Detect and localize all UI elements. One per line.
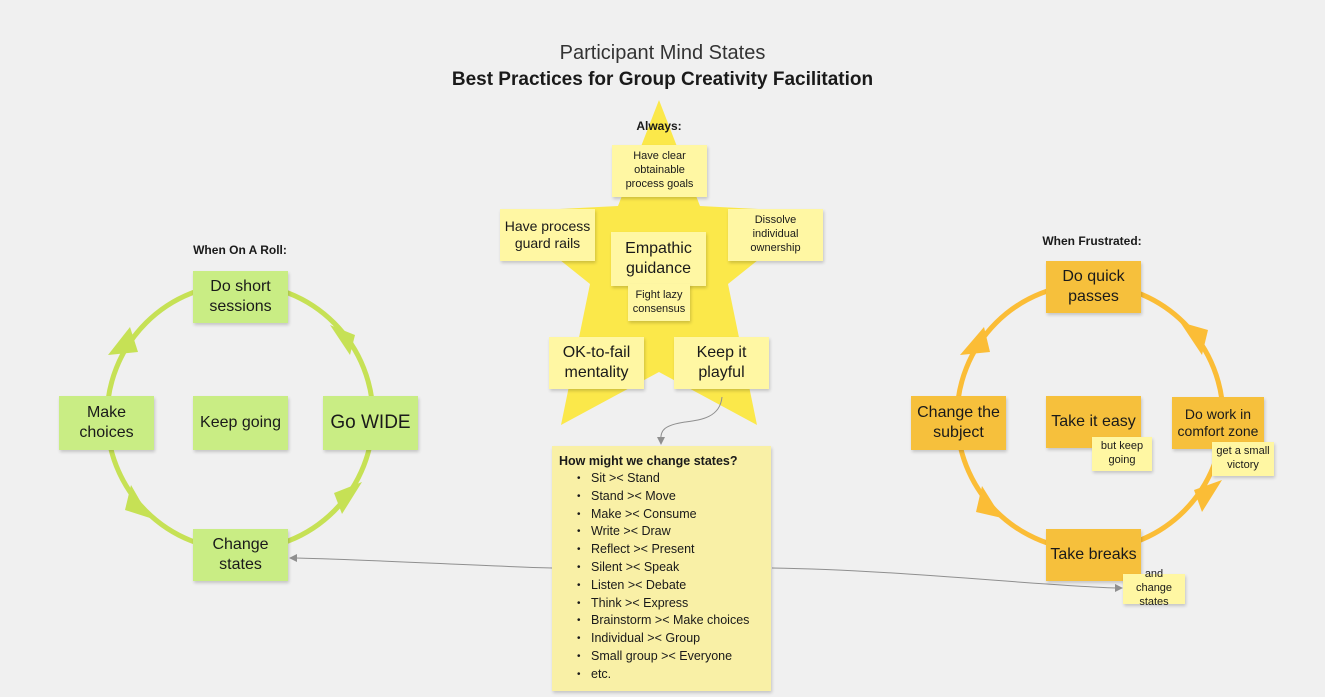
orange-cycle-arrow-top-left xyxy=(960,327,990,355)
connector-arrowhead-and-change-states xyxy=(1115,584,1123,592)
connector-to-change-states xyxy=(295,557,553,569)
note-but-keep-going[interactable]: but keep going xyxy=(1092,437,1152,471)
note-clear-process-goals[interactable]: Have clear obtainable process goals xyxy=(612,145,707,197)
list-item: Silent >< Speak xyxy=(568,559,765,577)
note-change-the-subject[interactable]: Change the subject xyxy=(911,396,1006,450)
frustrated-label: When Frustrated: xyxy=(1042,234,1142,248)
list-item: Think >< Express xyxy=(568,595,765,613)
connector-arrowhead-change-states xyxy=(289,554,297,562)
connector-playful-to-states xyxy=(660,396,723,441)
on-a-roll-label: When On A Roll: xyxy=(193,243,287,257)
note-and-change-states[interactable]: and change states xyxy=(1123,568,1185,608)
list-item: Small group >< Everyone xyxy=(568,648,765,666)
diagram-title: Participant Mind States xyxy=(559,42,766,64)
diagram-subtitle: Best Practices for Group Creativity Faci… xyxy=(451,69,874,90)
green-cycle-arrow-top-right xyxy=(330,325,355,355)
note-dissolve-ownership[interactable]: Dissolve individual ownership xyxy=(728,209,823,261)
list-item: Stand >< Move xyxy=(568,488,765,506)
change-states-list: Sit >< Stand Stand >< Move Make >< Consu… xyxy=(558,470,765,684)
note-do-work-comfort-zone[interactable]: Do work in comfort zone xyxy=(1172,397,1264,449)
connector-arrowhead-states xyxy=(657,437,665,445)
list-item: Reflect >< Present xyxy=(568,541,765,559)
list-item: Write >< Draw xyxy=(568,523,765,541)
note-empathic-guidance[interactable]: Empathic guidance xyxy=(611,232,706,286)
note-get-small-victory[interactable]: get a small victory xyxy=(1212,442,1274,476)
note-do-short-sessions[interactable]: Do short sessions xyxy=(193,271,288,323)
always-label: Always: xyxy=(636,119,682,133)
note-take-breaks[interactable]: Take breaks xyxy=(1046,529,1141,581)
note-how-might-we-change-states[interactable]: How might we change states? Sit >< Stand… xyxy=(552,446,771,691)
note-ok-to-fail[interactable]: OK-to-fail mentality xyxy=(549,337,644,389)
note-do-quick-passes[interactable]: Do quick passes xyxy=(1046,261,1141,313)
green-cycle-arrow-top-left xyxy=(108,327,138,355)
green-cycle-arrow-bottom-right xyxy=(334,482,362,514)
note-fight-lazy-consensus[interactable]: Fight lazy consensus xyxy=(628,284,690,321)
list-item: Individual >< Group xyxy=(568,630,765,648)
green-cycle-arrow-bottom-left xyxy=(125,485,150,518)
note-process-guard-rails[interactable]: Have process guard rails xyxy=(500,209,595,261)
connector-to-and-change-states xyxy=(771,567,1117,589)
note-make-choices[interactable]: Make choices xyxy=(59,396,154,450)
orange-cycle-arrow-bottom-left xyxy=(976,486,1002,518)
list-item: etc. xyxy=(568,666,765,684)
note-keep-going[interactable]: Keep going xyxy=(193,396,288,450)
note-keep-it-playful[interactable]: Keep it playful xyxy=(674,337,769,389)
orange-cycle-arrow-top-right xyxy=(1180,322,1208,355)
orange-cycle-arrow-bottom-right xyxy=(1194,480,1222,512)
list-item: Sit >< Stand xyxy=(568,470,765,488)
list-item: Make >< Consume xyxy=(568,506,765,524)
list-item: Listen >< Debate xyxy=(568,577,765,595)
change-states-heading: How might we change states? xyxy=(559,454,738,468)
note-change-states[interactable]: Change states xyxy=(193,529,288,581)
list-item: Brainstorm >< Make choices xyxy=(568,612,765,630)
note-go-wide[interactable]: Go WIDE xyxy=(323,396,418,450)
